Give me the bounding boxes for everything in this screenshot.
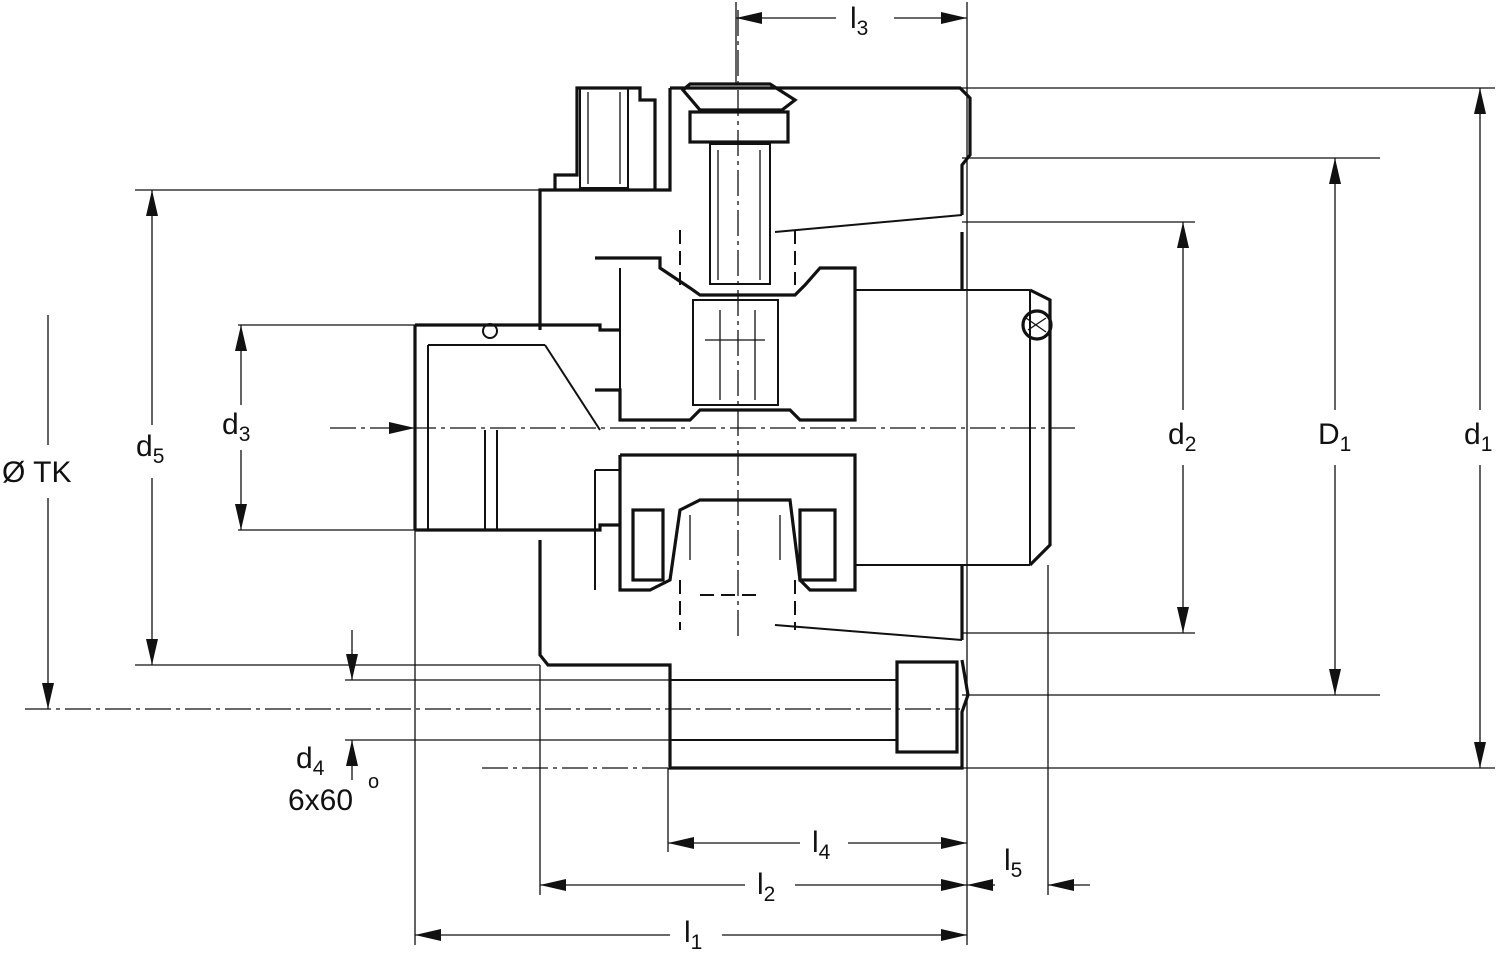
dim-d4-sub: 4	[312, 757, 325, 780]
dim-label-d2: d2	[1168, 418, 1197, 456]
dim-l2-sub: 2	[763, 883, 776, 906]
dim-d2-base: d	[1168, 418, 1185, 451]
dim-d2-sub: 2	[1184, 433, 1197, 456]
dim-l3-base: l	[850, 2, 857, 35]
dim-d5-sub: 5	[152, 445, 165, 468]
dim-label-tk: Ø TK	[2, 456, 72, 489]
dim-label-d5: d5	[136, 430, 165, 468]
dim-l1-sub: 1	[690, 931, 703, 954]
dim-d1-base: d	[1464, 418, 1481, 451]
pilot-spigot	[413, 323, 620, 532]
extension-lines	[135, 2, 1495, 945]
dim-label-l3: l3	[850, 2, 869, 40]
dim-label-l4: l4	[812, 826, 831, 864]
dim-d1-sub: 1	[1480, 433, 1493, 456]
dim-label-l5: l5	[1004, 844, 1023, 882]
degree-symbol: o	[368, 771, 380, 793]
clamp-mechanism	[594, 82, 1053, 630]
dim-label-l1: l1	[684, 916, 703, 954]
dim-l5-base: l	[1004, 844, 1011, 877]
dim-label-d1: d1	[1464, 418, 1493, 456]
dim-d4-base: d	[296, 742, 313, 775]
dim-l1-base: l	[684, 916, 691, 949]
dim-D1-sub: 1	[1339, 433, 1352, 456]
dim-label-d3: d3	[222, 408, 251, 446]
body-outline	[538, 86, 972, 770]
dim-label-d4: d4	[296, 742, 325, 780]
dim-l4-sub: 4	[818, 841, 831, 864]
dim-D1-base: D	[1318, 418, 1340, 451]
dim-d5-base: d	[136, 430, 153, 463]
dim-label-l2: l2	[757, 868, 776, 906]
dim-l4-base: l	[812, 826, 819, 859]
hole-pattern-label: 6x60	[288, 784, 354, 817]
dim-label-D1: D1	[1318, 418, 1352, 456]
dim-d3-base: d	[222, 408, 239, 441]
flange-bolt	[670, 660, 959, 754]
dimension-lines	[42, 12, 1486, 941]
dim-d3-sub: 3	[238, 423, 251, 446]
dim-l5-sub: 5	[1010, 859, 1023, 882]
dim-l2-base: l	[757, 868, 764, 901]
dim-l3-sub: 3	[856, 17, 869, 40]
center-lines	[25, 10, 1075, 769]
